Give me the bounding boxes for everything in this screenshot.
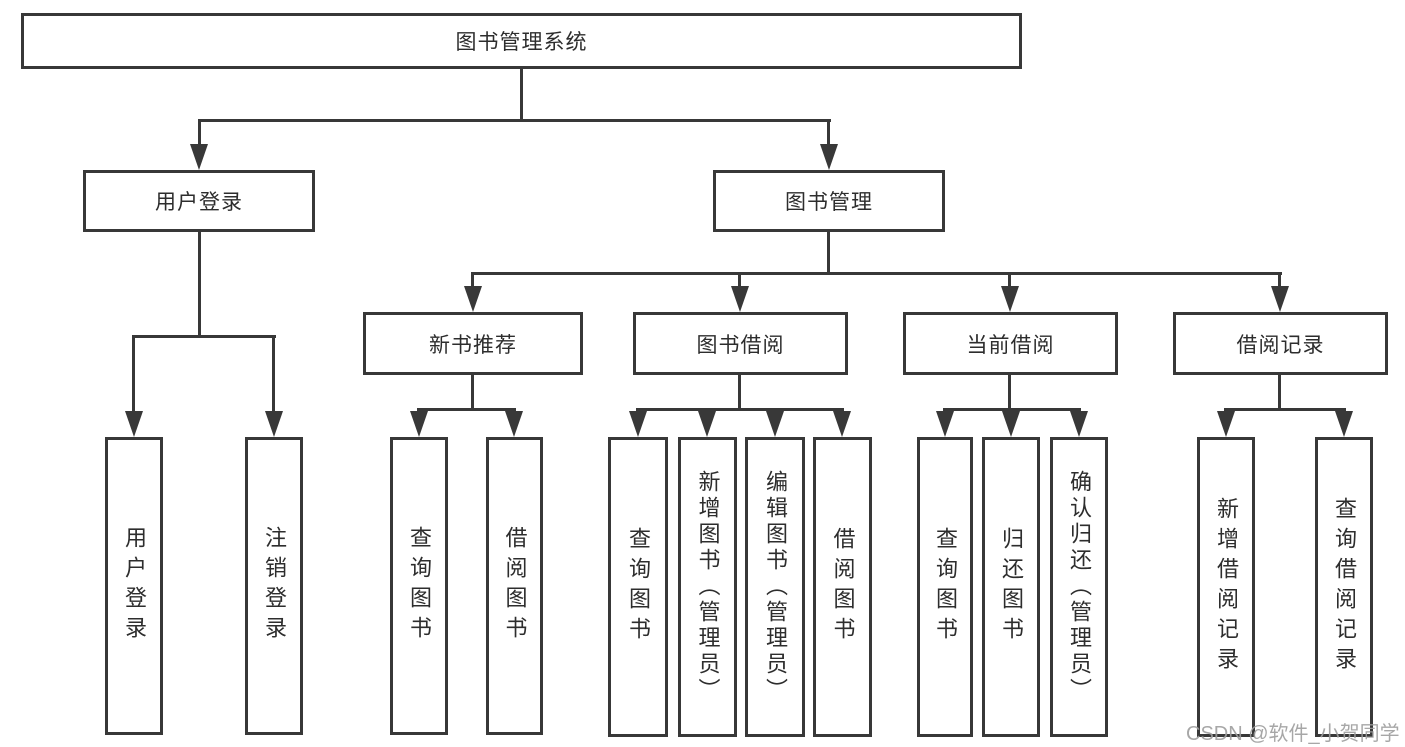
- leaf-add-borrow-record: 新增借阅记录: [1197, 437, 1255, 737]
- connector-arrowhead: [820, 144, 838, 170]
- connector-arrowhead: [1271, 286, 1289, 312]
- node-label: 新增借阅记录: [1214, 497, 1239, 677]
- node-label: 新书推荐: [429, 333, 517, 357]
- connector-line: [272, 335, 275, 413]
- node-label: 新增图书（管理员）: [695, 470, 721, 704]
- connector-line: [1278, 272, 1281, 288]
- leaf-query-book-current: 查询图书: [917, 437, 973, 737]
- connector-line: [132, 335, 135, 413]
- node-user-login: 用户登录: [83, 170, 315, 232]
- connector-line: [636, 408, 844, 411]
- connector-arrowhead: [125, 411, 143, 437]
- connector-arrowhead: [698, 411, 716, 437]
- connector-arrowhead: [1070, 411, 1088, 437]
- connector-line: [417, 408, 516, 411]
- node-new-book-recommend: 新书推荐: [363, 312, 583, 375]
- leaf-logout: 注销登录: [245, 437, 303, 735]
- connector-arrowhead: [766, 411, 784, 437]
- connector-arrowhead: [936, 411, 954, 437]
- node-label: 借阅记录: [1236, 333, 1325, 357]
- node-label: 图书借阅: [696, 333, 785, 357]
- connector-line: [132, 335, 276, 338]
- connector-line: [1278, 375, 1281, 408]
- leaf-borrow-book-recommend: 借阅图书: [486, 437, 543, 735]
- connector-line: [198, 119, 831, 122]
- node-label: 用户登录: [155, 191, 243, 214]
- connector-line: [1224, 408, 1346, 411]
- node-label: 图书管理系统: [455, 31, 588, 54]
- leaf-edit-book-admin: 编辑图书（管理员）: [745, 437, 805, 737]
- connector-line: [471, 272, 474, 288]
- node-label: 查询图书: [626, 527, 651, 647]
- connector-line: [738, 375, 741, 408]
- node-label: 借阅图书: [502, 526, 528, 646]
- node-label: 查询借阅记录: [1332, 497, 1357, 677]
- connector-line: [1008, 272, 1011, 288]
- connector-arrowhead: [833, 411, 851, 437]
- connector-line: [471, 272, 1282, 275]
- leaf-return-book: 归还图书: [982, 437, 1040, 737]
- leaf-borrow-book: 借阅图书: [813, 437, 872, 737]
- leaf-query-book-borrow: 查询图书: [608, 437, 668, 737]
- connector-line: [943, 408, 1081, 411]
- node-label: 查询图书: [407, 526, 432, 646]
- node-label: 借阅图书: [830, 527, 856, 647]
- connector-line: [471, 375, 474, 408]
- connector-arrowhead: [505, 411, 523, 437]
- node-label: 注销登录: [262, 526, 287, 646]
- connector-line: [198, 232, 201, 335]
- connector-line: [738, 272, 741, 288]
- connector-line: [1008, 375, 1011, 408]
- connector-arrowhead: [265, 411, 283, 437]
- watermark: CSDN @软件_小贺同学: [1186, 723, 1400, 745]
- leaf-add-book-admin: 新增图书（管理员）: [678, 437, 737, 737]
- node-label: 编辑图书（管理员）: [763, 470, 788, 704]
- connector-arrowhead: [190, 144, 208, 170]
- connector-arrowhead: [1002, 411, 1020, 437]
- connector-arrowhead: [1335, 411, 1353, 437]
- node-label: 当前借阅: [966, 333, 1055, 357]
- node-label: 查询图书: [933, 527, 958, 647]
- node-borrow-records: 借阅记录: [1173, 312, 1388, 375]
- connector-line: [827, 232, 830, 272]
- node-label: 确认归还（管理员）: [1067, 470, 1092, 704]
- node-book-borrow: 图书借阅: [633, 312, 848, 375]
- connector-line: [520, 69, 523, 119]
- connector-arrowhead: [464, 286, 482, 312]
- node-book-management: 图书管理: [713, 170, 945, 232]
- node-library-system: 图书管理系统: [21, 13, 1022, 69]
- leaf-query-book-recommend: 查询图书: [390, 437, 448, 735]
- leaf-user-login: 用户登录: [105, 437, 163, 735]
- node-current-borrow: 当前借阅: [903, 312, 1118, 375]
- node-label: 用户登录: [122, 526, 147, 646]
- connector-arrowhead: [1217, 411, 1235, 437]
- node-label: 归还图书: [999, 527, 1024, 647]
- connector-arrowhead: [1001, 286, 1019, 312]
- connector-line: [198, 119, 201, 146]
- connector-line: [827, 119, 830, 146]
- connector-arrowhead: [629, 411, 647, 437]
- connector-arrowhead: [410, 411, 428, 437]
- connector-arrowhead: [731, 286, 749, 312]
- leaf-confirm-return-admin: 确认归还（管理员）: [1050, 437, 1108, 737]
- node-label: 图书管理: [785, 191, 873, 214]
- leaf-query-borrow-record: 查询借阅记录: [1315, 437, 1373, 737]
